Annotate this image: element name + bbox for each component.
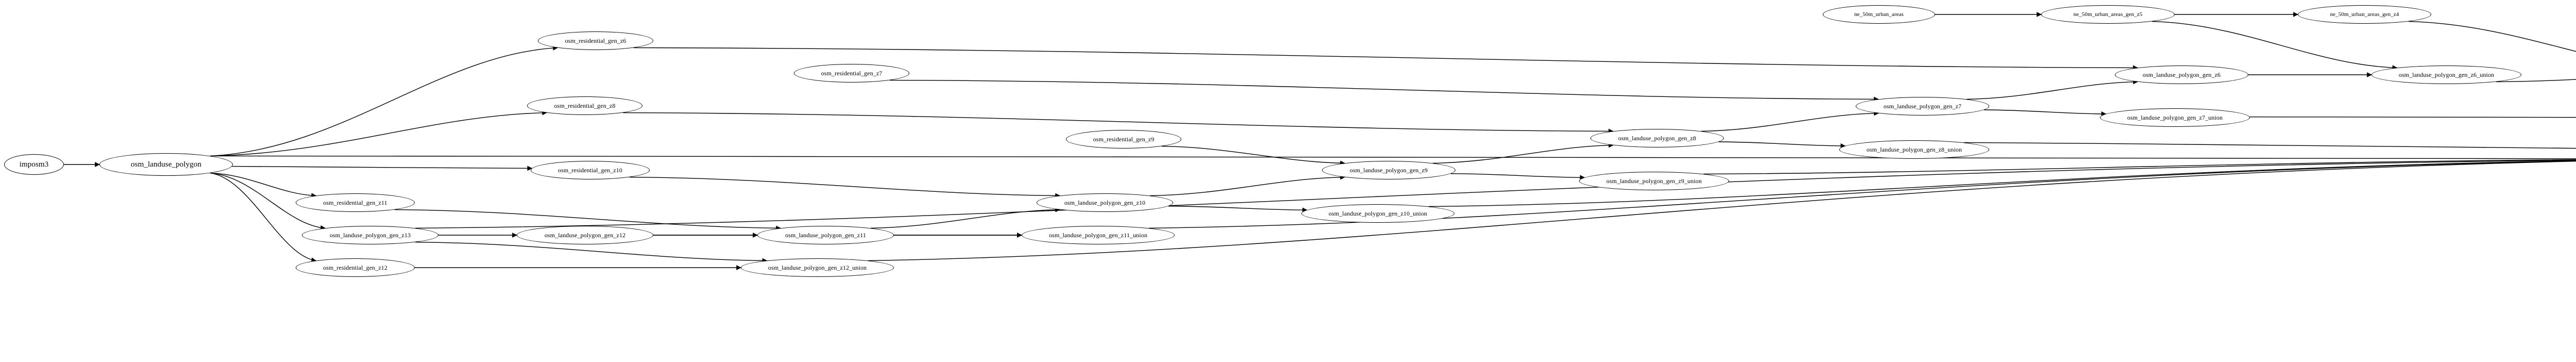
edge-osm_landuse_polygon-to-osm_residential_gen_z6 — [210, 45, 558, 157]
node-label: osm_residential_gen_z10 — [558, 167, 622, 174]
node-label: osm_landuse_polygon_gen_z12 — [544, 232, 626, 239]
edge-osm_landuse_polygon_gen_z13-to-layer_landuse — [415, 159, 2576, 229]
node-label: osm_residential_gen_z6 — [565, 37, 626, 44]
node-label: imposm3 — [19, 160, 49, 169]
node-label: osm_landuse_polygon_gen_z6_union — [2398, 71, 2495, 78]
edge-osm_landuse_polygon_gen_z12_union-to-layer_landuse — [868, 160, 2576, 261]
node-label: osm_landuse_polygon_gen_z10_union — [1328, 210, 1428, 217]
node-label: osm_landuse_polygon_gen_z9_union — [1606, 177, 1702, 185]
graph-node-osm_residential_gen_z6[interactable]: osm_residential_gen_z6 — [538, 31, 653, 50]
edge-osm_landuse_polygon_gen_z6_union-to-layer_landuse — [2496, 79, 2576, 83]
graph-node-ne_50m_urban_areas[interactable]: ne_50m_urban_areas — [1823, 5, 1935, 24]
graph-node-osm_residential_gen_z9[interactable]: osm_residential_gen_z9 — [1066, 130, 1181, 149]
node-label: ne_50m_urban_areas — [1854, 11, 1904, 18]
node-label: osm_residential_gen_z8 — [554, 102, 616, 109]
edge-osm_landuse_polygon-to-osm_residential_gen_z12 — [210, 172, 317, 263]
graph-node-osm_residential_gen_z11[interactable]: osm_residential_gen_z11 — [296, 193, 415, 212]
edge-osm_residential_gen_z7-to-osm_landuse_polygon_gen_z7 — [889, 79, 1879, 102]
edge-osm_residential_gen_z9-to-osm_landuse_polygon_gen_z9 — [1161, 145, 1346, 166]
graph-node-osm_landuse_polygon[interactable]: osm_landuse_polygon — [99, 153, 233, 176]
node-label: osm_residential_gen_z7 — [821, 70, 883, 77]
node-label: osm_landuse_polygon_gen_z13 — [329, 232, 411, 239]
edge-osm_residential_gen_z8-to-osm_landuse_polygon_gen_z8 — [622, 112, 1614, 134]
node-label: osm_landuse_polygon_gen_z11_union — [1049, 232, 1147, 239]
graph-node-osm_landuse_polygon_gen_z6_union[interactable]: osm_landuse_polygon_gen_z6_union — [2371, 65, 2521, 84]
edge-osm_landuse_polygon_gen_z9-to-osm_landuse_polygon_gen_z8 — [1432, 142, 1614, 164]
node-label: ne_50m_urban_areas_gen_z5 — [2073, 11, 2143, 18]
edge-osm_residential_gen_z11-to-osm_landuse_polygon_gen_z11 — [394, 209, 782, 231]
graph-node-osm_landuse_polygon_gen_z7[interactable]: osm_landuse_polygon_gen_z7 — [1856, 97, 1989, 116]
graph-node-osm_landuse_polygon_gen_z7_union[interactable]: osm_landuse_polygon_gen_z7_union — [2100, 108, 2250, 127]
edge-osm_landuse_polygon-to-osm_residential_gen_z11 — [210, 172, 317, 199]
edge-osm_residential_gen_z6-to-osm_landuse_polygon_gen_z6 — [633, 47, 2139, 71]
node-label: osm_landuse_polygon_gen_z12_union — [768, 264, 867, 271]
edge-osm_landuse_polygon_gen_z8_union-to-layer_landuse — [1963, 142, 2576, 150]
graph-node-osm_residential_gen_z10[interactable]: osm_residential_gen_z10 — [531, 161, 650, 179]
graph-node-osm_landuse_polygon_gen_z11_union[interactable]: osm_landuse_polygon_gen_z11_union — [1022, 226, 1175, 244]
edge-osm_landuse_polygon-to-osm_residential_gen_z8 — [210, 110, 548, 157]
node-label: osm_residential_gen_z12 — [323, 264, 387, 271]
node-label: osm_landuse_polygon_gen_z7_union — [2127, 114, 2223, 121]
graph-node-osm_landuse_polygon_gen_z10[interactable]: osm_landuse_polygon_gen_z10 — [1037, 193, 1173, 212]
node-label: osm_landuse_polygon_gen_z9 — [1349, 167, 1428, 174]
edge-osm_landuse_polygon-to-layer_landuse — [210, 155, 2576, 159]
graph-node-imposm3[interactable]: imposm3 — [4, 154, 64, 175]
node-label: osm_landuse_polygon_gen_z7 — [1883, 103, 1962, 110]
graph-node-ne_50m_urban_areas_gen_z4[interactable]: ne_50m_urban_areas_gen_z4 — [2298, 5, 2431, 24]
graph-node-osm_landuse_polygon_gen_z6[interactable]: osm_landuse_polygon_gen_z6 — [2115, 65, 2248, 84]
graph-node-osm_landuse_polygon_gen_z9[interactable]: osm_landuse_polygon_gen_z9 — [1322, 161, 1455, 179]
graph-node-osm_residential_gen_z8[interactable]: osm_residential_gen_z8 — [527, 96, 642, 115]
edge-osm_landuse_polygon_gen_z7_union-to-layer_landuse — [2249, 116, 2576, 118]
node-label: osm_landuse_polygon_gen_z10 — [1064, 199, 1146, 206]
node-label: osm_landuse_polygon — [131, 160, 201, 169]
edge-osm_landuse_polygon_gen_z11-to-osm_landuse_polygon_gen_z10 — [870, 207, 1061, 229]
node-label: osm_residential_gen_z9 — [1093, 136, 1155, 143]
edge-ne_50m_urban_areas_gen_z5-to-osm_landuse_polygon_gen_z6_union — [2151, 21, 2398, 71]
node-label: osm_residential_gen_z11 — [323, 199, 387, 206]
edge-osm_landuse_polygon_gen_z8-to-osm_landuse_polygon_gen_z8_union — [1718, 141, 1846, 149]
node-label: osm_landuse_polygon_gen_z6 — [2142, 71, 2221, 78]
edge-osm_landuse_polygon_gen_z10-to-osm_landuse_polygon_gen_z9 — [1149, 174, 1346, 196]
edge-osm_residential_gen_z10-to-osm_landuse_polygon_gen_z10 — [629, 176, 1061, 199]
edge-osm_landuse_polygon-to-osm_residential_gen_z10 — [232, 166, 533, 171]
graph-node-osm_landuse_polygon_gen_z12_union[interactable]: osm_landuse_polygon_gen_z12_union — [741, 258, 894, 277]
edge-osm_landuse_polygon-to-osm_landuse_polygon_gen_z13 — [210, 172, 326, 231]
edge-osm_landuse_polygon_gen_z9-to-osm_landuse_polygon_gen_z9_union — [1450, 173, 1585, 180]
graph-node-osm_landuse_polygon_gen_z10_union[interactable]: osm_landuse_polygon_gen_z10_union — [1301, 204, 1454, 223]
graph-node-ne_50m_urban_areas_gen_z5[interactable]: ne_50m_urban_areas_gen_z5 — [2041, 5, 2175, 24]
node-label: osm_landuse_polygon_gen_z11 — [785, 232, 866, 239]
graph-node-osm_landuse_polygon_gen_z11[interactable]: osm_landuse_polygon_gen_z11 — [757, 226, 894, 244]
edge-osm_landuse_polygon_gen_z7-to-osm_landuse_polygon_gen_z6 — [1966, 79, 2139, 100]
graph-node-osm_landuse_polygon_gen_z9_union[interactable]: osm_landuse_polygon_gen_z9_union — [1579, 172, 1729, 190]
graph-node-osm_residential_gen_z12[interactable]: osm_residential_gen_z12 — [296, 258, 415, 277]
graph-node-osm_residential_gen_z7[interactable]: osm_residential_gen_z7 — [794, 64, 909, 83]
graph-node-osm_landuse_polygon_gen_z8[interactable]: osm_landuse_polygon_gen_z8 — [1590, 129, 1724, 147]
edge-ne_50m_urban_areas_gen_z4-to-layer_landuse — [2408, 21, 2576, 52]
edge-osm_landuse_polygon_gen_z13-to-osm_landuse_polygon_gen_z12_union — [415, 241, 768, 264]
graph-node-osm_landuse_polygon_gen_z12[interactable]: osm_landuse_polygon_gen_z12 — [517, 226, 653, 244]
node-label: ne_50m_urban_areas_gen_z4 — [2330, 11, 2399, 18]
edge-osm_landuse_polygon_gen_z10_union-to-layer_landuse — [1428, 160, 2576, 207]
node-label: osm_landuse_polygon_gen_z8_union — [1866, 146, 1962, 153]
graph-node-osm_landuse_polygon_gen_z8_union[interactable]: osm_landuse_polygon_gen_z8_union — [1839, 140, 1989, 159]
edge-osm_landuse_polygon_gen_z9_union-to-layer_landuse — [1703, 159, 2576, 175]
edge-osm_landuse_polygon_gen_z8-to-osm_landuse_polygon_gen_z7 — [1701, 110, 1879, 132]
edge-osm_landuse_polygon_gen_z10-to-osm_landuse_polygon_gen_z10_union — [1168, 206, 1308, 213]
graph-node-osm_landuse_polygon_gen_z13[interactable]: osm_landuse_polygon_gen_z13 — [302, 226, 438, 244]
node-label: osm_landuse_polygon_gen_z8 — [1618, 135, 1697, 142]
edge-osm_landuse_polygon_gen_z7-to-osm_landuse_polygon_gen_z7_union — [1984, 109, 2107, 117]
